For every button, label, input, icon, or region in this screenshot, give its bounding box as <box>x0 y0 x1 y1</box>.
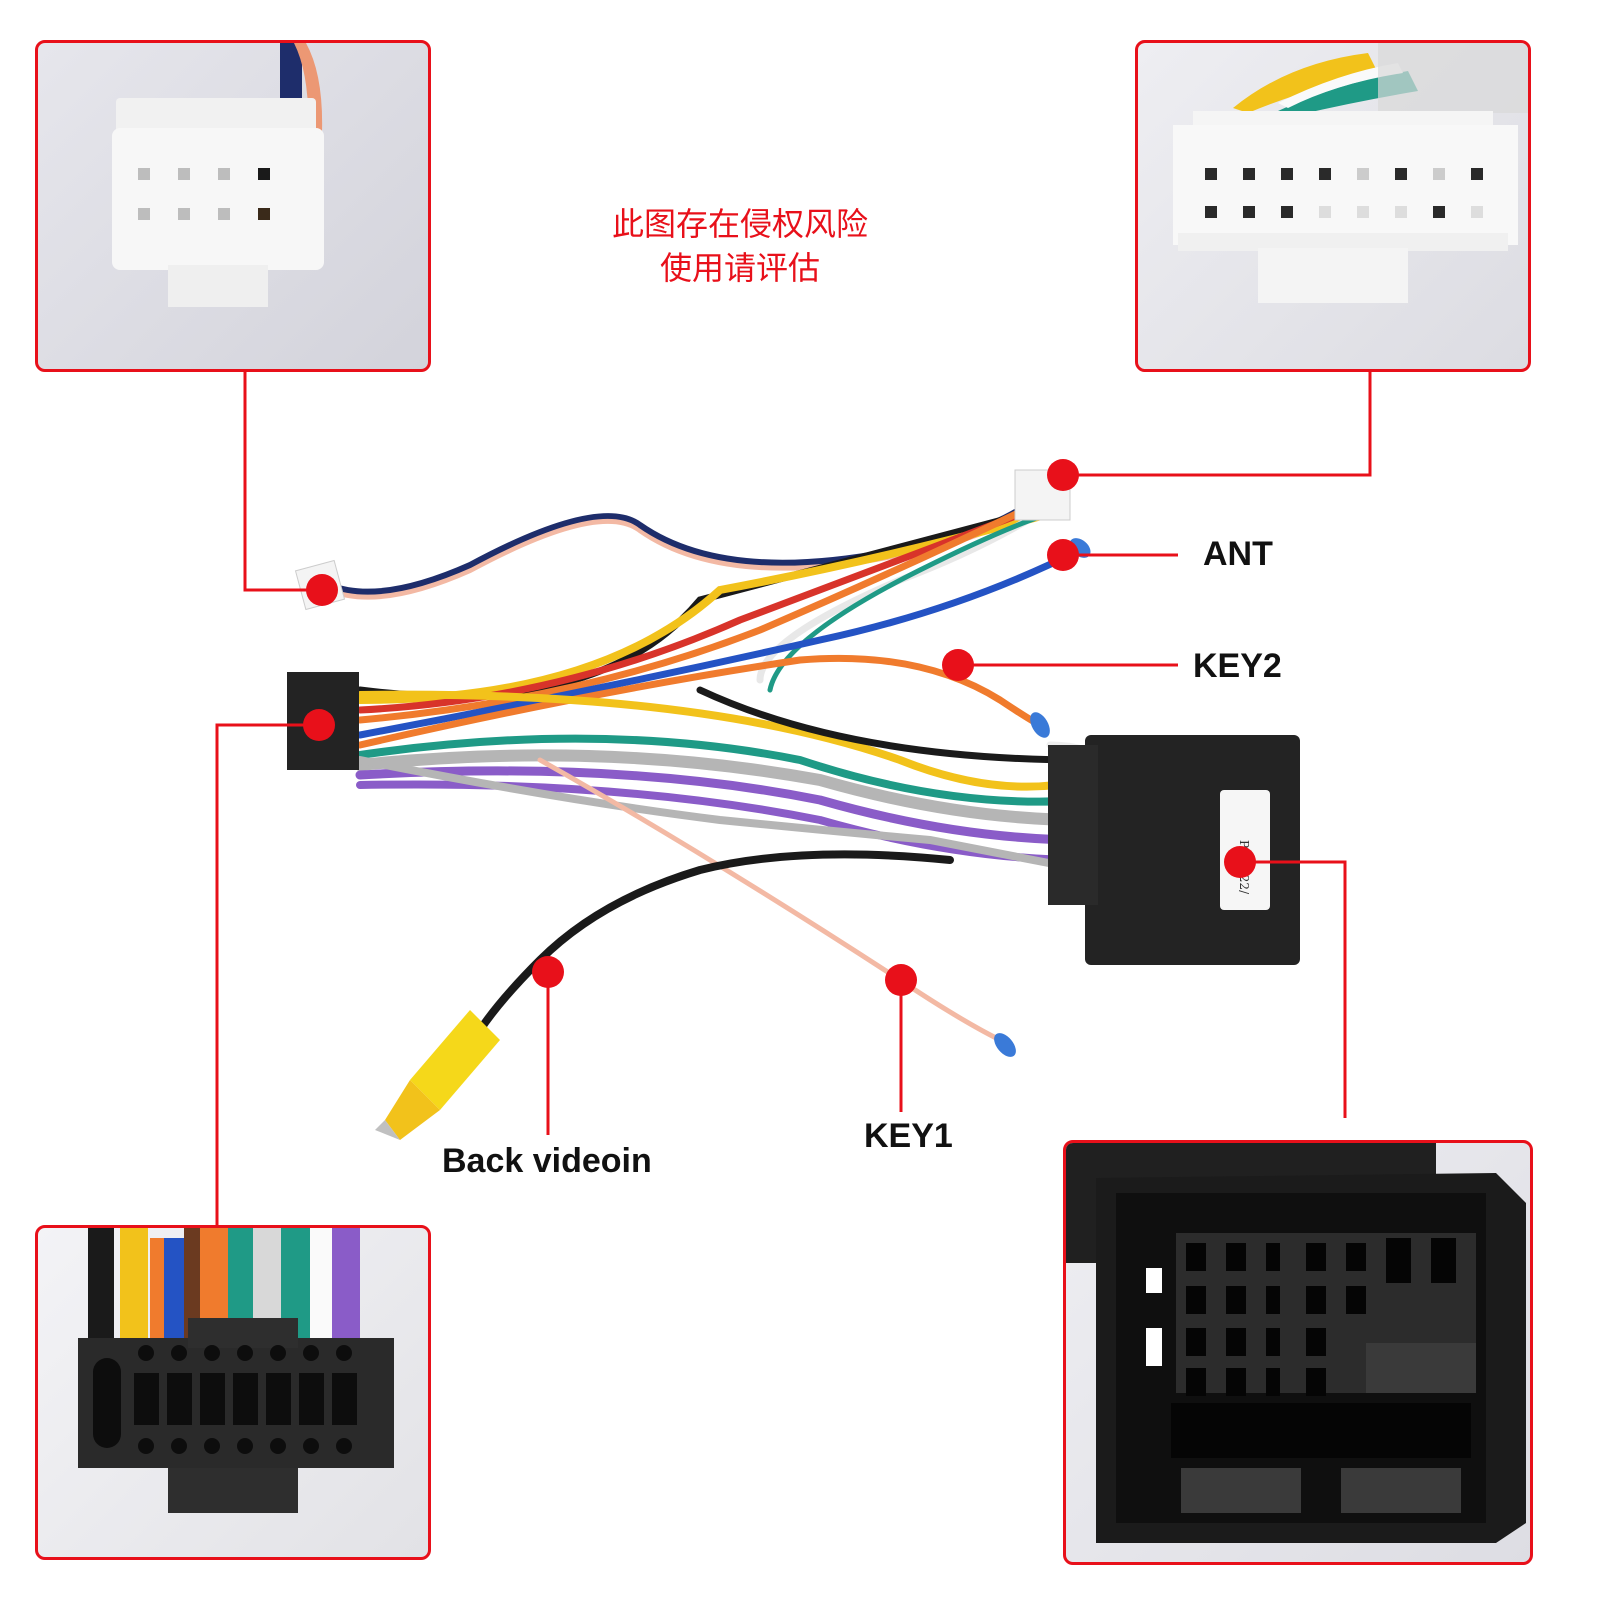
connector-8pin-photo <box>112 43 324 307</box>
rca-plug <box>375 1010 500 1140</box>
label-ant: ANT <box>1203 535 1273 573</box>
inset-quadlock-connector <box>1063 1140 1533 1565</box>
callout-lines <box>215 372 1372 1225</box>
wire-key1 <box>537 757 1003 1043</box>
label-key1: KEY1 <box>864 1117 953 1155</box>
callout-dot-ant[interactable] <box>1047 539 1079 571</box>
quadlock-photo <box>1066 1143 1526 1543</box>
callout-dot-8pin[interactable] <box>306 574 338 606</box>
watermark: 此图存在侵权风险 使用请评估 <box>590 202 890 290</box>
label-key2: KEY2 <box>1193 647 1282 685</box>
label-back-video: Back videoin <box>442 1142 652 1180</box>
inset-16pin-connector <box>1135 40 1531 372</box>
callout-dot-key1[interactable] <box>885 964 917 996</box>
callout-dot-back-video[interactable] <box>532 956 564 988</box>
watermark-line2: 使用请评估 <box>659 249 820 287</box>
connector-16pin-photo <box>1173 43 1528 303</box>
wire-key2 <box>356 654 1044 749</box>
callout-dot-quadlock[interactable] <box>1224 846 1256 878</box>
callout-dot-key2[interactable] <box>942 649 974 681</box>
inset-iso-plug <box>35 1225 431 1560</box>
wire-back-video <box>476 850 954 1034</box>
wire-ant <box>356 546 1084 739</box>
watermark-line1: 此图存在侵权风险 <box>611 205 868 243</box>
inset-8pin-connector <box>35 40 431 372</box>
iso-plug-photo <box>78 1228 394 1513</box>
callout-dot-16pin[interactable] <box>1047 459 1079 491</box>
callout-dot-iso[interactable] <box>303 709 335 741</box>
